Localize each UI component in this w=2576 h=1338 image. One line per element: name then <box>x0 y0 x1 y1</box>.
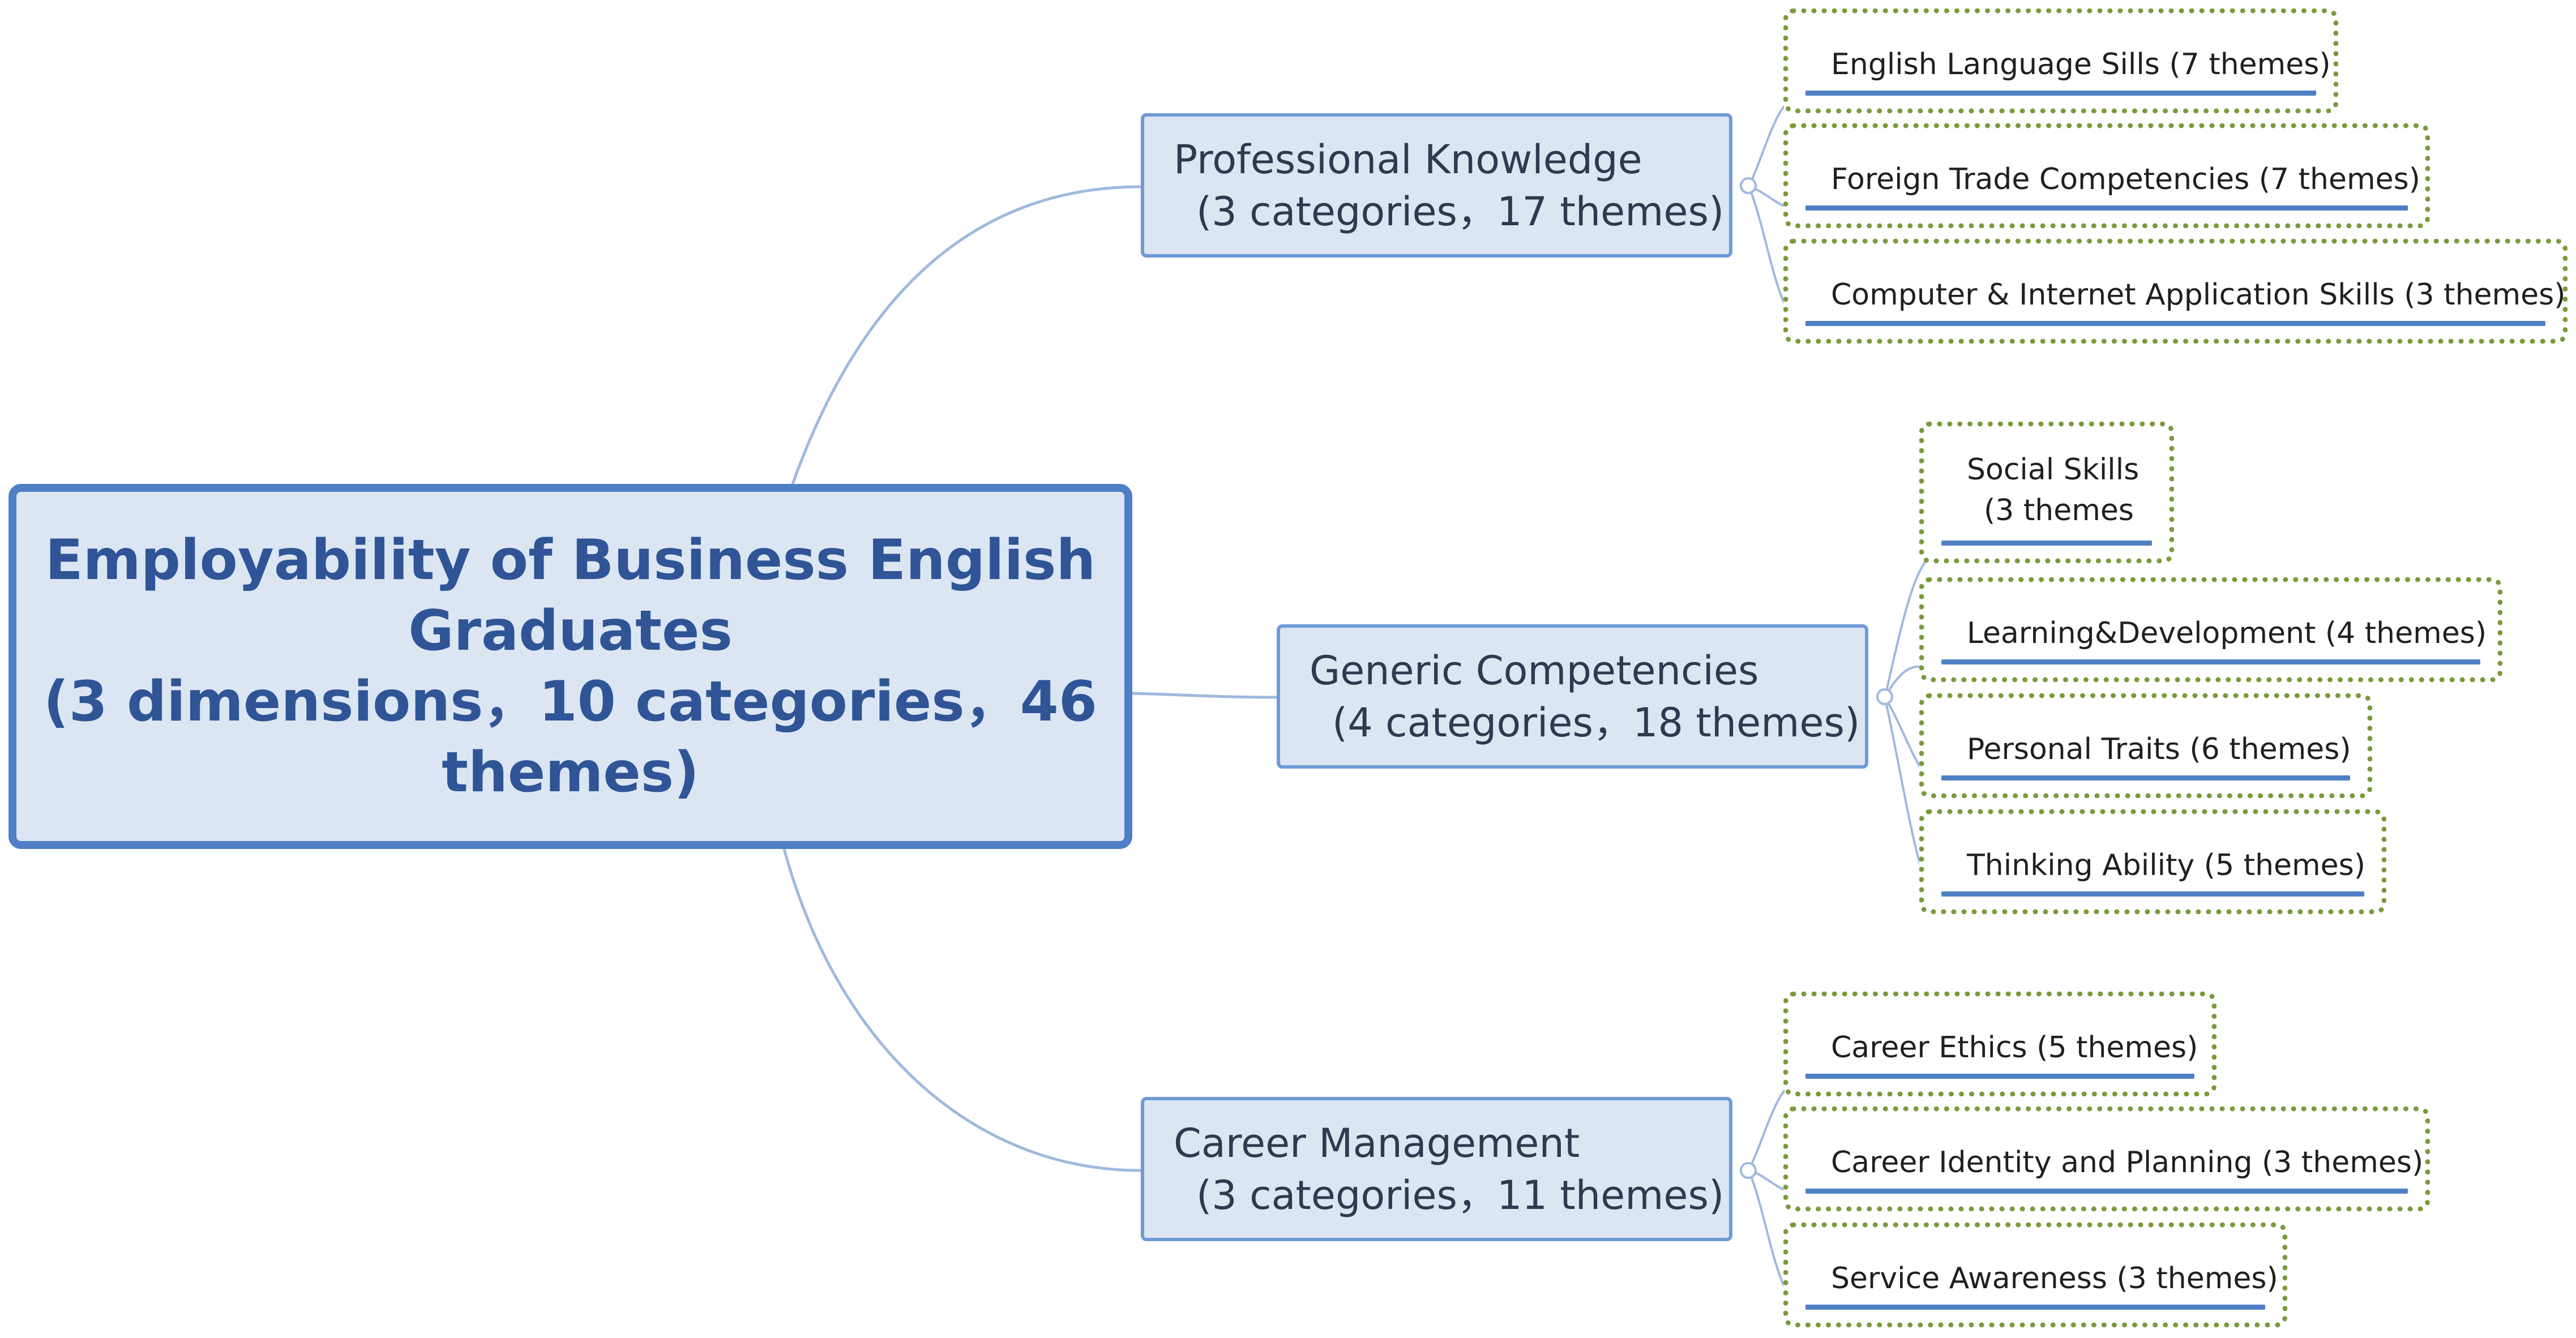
theme-label-line-1: Social Skills <box>1967 453 2139 487</box>
connector-root-career <box>782 848 1141 1172</box>
root-title-line-4: themes) <box>442 740 699 805</box>
theme-learning-development: Learning&Development (4 themes) <box>1919 577 2502 682</box>
theme-social-skills: Social Skills (3 themes <box>1919 422 2174 563</box>
dimension-title: Generic Competencies <box>1310 647 1759 694</box>
theme-career-ethics: Career Ethics (5 themes) <box>1783 992 2216 1096</box>
collapse-toggle-career[interactable] <box>1740 1162 1757 1179</box>
dimension-title: Professional Knowledge <box>1174 136 1642 183</box>
theme-foreign-trade: Foreign Trade Competencies (7 themes) <box>1783 123 2430 228</box>
theme-computer-internet: Computer & Internet Application Skills (… <box>1783 239 2568 344</box>
theme-underline <box>1941 775 2350 780</box>
theme-underline <box>1805 1074 2194 1079</box>
theme-label: Career Ethics (5 themes) <box>1831 1031 2198 1065</box>
theme-career-identity: Career Identity and Planning (3 themes) <box>1783 1107 2430 1211</box>
theme-english-language: English Language Sills (7 themes) <box>1783 8 2338 113</box>
theme-underline <box>1941 659 2480 664</box>
theme-label: Learning&Development (4 themes) <box>1967 616 2487 650</box>
collapse-toggle-generic[interactable] <box>1876 688 1893 705</box>
theme-service-awareness: Service Awareness (3 themes) <box>1783 1223 2287 1327</box>
theme-label-line-2: (3 themes <box>1984 494 2134 528</box>
theme-label: Thinking Ability (5 themes) <box>1967 848 2366 882</box>
theme-underline <box>1941 891 2364 897</box>
root-title-line-1: Employability of Business English <box>45 528 1096 593</box>
connector-root-generic <box>1132 692 1277 699</box>
connector-root-professional <box>791 185 1141 484</box>
theme-underline <box>1805 1305 2265 1310</box>
dimension-title: Career Management <box>1174 1120 1580 1167</box>
dimension-career-management: Career Management (3 categories，11 theme… <box>1141 1097 1732 1241</box>
root-title-line-3: (3 dimensions，10 categories，46 <box>43 669 1098 734</box>
theme-underline <box>1805 321 2545 326</box>
dimension-subtitle: (4 categories，18 themes) <box>1332 700 1860 746</box>
theme-underline <box>1941 541 2152 546</box>
theme-label: English Language Sills (7 themes) <box>1831 48 2331 82</box>
theme-thinking-ability: Thinking Ability (5 themes) <box>1919 809 2386 914</box>
theme-label: Foreign Trade Competencies (7 themes) <box>1831 162 2420 196</box>
theme-label: Personal Traits (6 themes) <box>1967 732 2351 766</box>
theme-personal-traits: Personal Traits (6 themes) <box>1919 693 2372 798</box>
theme-underline <box>1805 205 2408 211</box>
theme-label: Computer & Internet Application Skills (… <box>1831 278 2566 312</box>
dimension-professional-knowledge: Professional Knowledge (3 categories，17 … <box>1141 113 1732 258</box>
root-node: Employability of Business English Gradua… <box>8 484 1132 849</box>
theme-label: Career Identity and Planning (3 themes) <box>1831 1146 2424 1180</box>
dimension-subtitle: (3 categories，11 themes) <box>1196 1172 1725 1219</box>
dimension-subtitle: (3 categories，17 themes) <box>1196 188 1725 235</box>
theme-underline <box>1805 91 2316 96</box>
theme-underline <box>1805 1189 2408 1194</box>
root-title-line-2: Graduates <box>408 598 733 663</box>
dimension-generic-competencies: Generic Competencies (4 categories，18 th… <box>1277 624 1868 769</box>
collapse-toggle-professional[interactable] <box>1740 177 1757 194</box>
theme-label: Service Awareness (3 themes) <box>1831 1262 2278 1296</box>
